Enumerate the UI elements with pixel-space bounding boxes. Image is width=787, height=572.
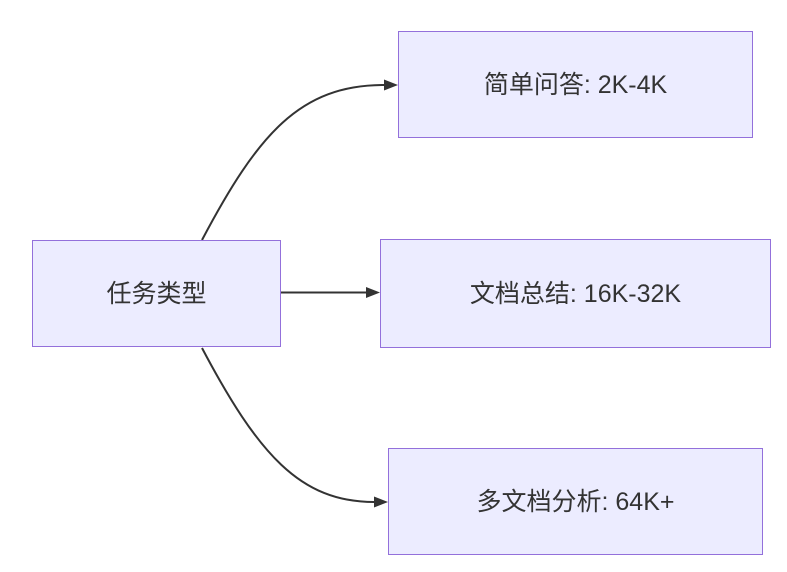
- node-task-type: 任务类型: [32, 240, 281, 347]
- node-task-type-label: 任务类型: [106, 279, 207, 308]
- node-doc-summary: 文档总结: 16K-32K: [380, 239, 771, 348]
- edge-root-to-simple-qa: [201, 84, 385, 241]
- edge-root-to-multi-doc: [201, 347, 375, 503]
- node-multi-doc-analysis-label: 多文档分析: 64K+: [476, 487, 675, 516]
- node-multi-doc-analysis: 多文档分析: 64K+: [388, 448, 763, 555]
- arrowhead-icon: [374, 496, 388, 508]
- node-simple-qa: 简单问答: 2K-4K: [398, 31, 753, 138]
- arrowhead-icon: [384, 79, 398, 91]
- node-simple-qa-label: 简单问答: 2K-4K: [483, 70, 668, 99]
- node-doc-summary-label: 文档总结: 16K-32K: [469, 279, 682, 308]
- arrowhead-icon: [366, 287, 380, 298]
